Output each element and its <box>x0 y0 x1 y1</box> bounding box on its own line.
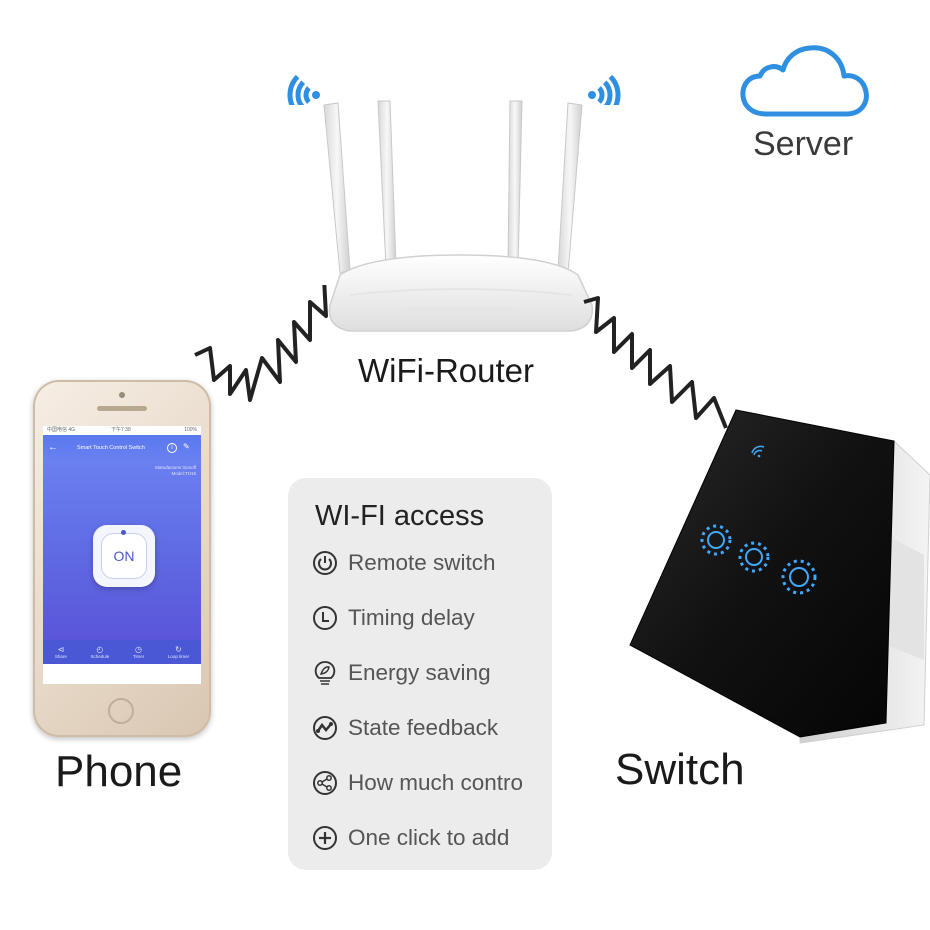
feature-label: One click to add <box>348 825 510 850</box>
schedule-icon: ◴ <box>96 645 104 654</box>
model-text: Model:TH16 <box>171 471 196 476</box>
tab-timer[interactable]: ◷Timer <box>133 645 144 659</box>
tab-share-label: Share <box>54 654 67 659</box>
power-dot-icon <box>121 530 126 535</box>
back-arrow-icon[interactable]: ← <box>48 442 58 453</box>
tab-loop-timer-label: Loop timer <box>167 654 190 659</box>
phone-camera <box>119 392 125 398</box>
touch-button-1[interactable] <box>700 524 732 556</box>
signal-wave-right <box>583 296 728 429</box>
signal-wave-left <box>194 285 328 402</box>
on-button[interactable]: ON <box>93 525 155 587</box>
server-label: Server <box>753 125 854 163</box>
feature-label: Timing delay <box>348 605 475 630</box>
cloud-icon <box>740 45 869 117</box>
wifi-access-card: WI-FI access Remote switch Timing delay … <box>288 478 552 870</box>
tab-schedule-label: Schedule <box>90 654 110 659</box>
switch-label: Switch <box>615 745 745 794</box>
timer-icon: ◷ <box>135 645 143 654</box>
feature-remote-switch: Remote switch <box>312 546 496 580</box>
feature-label: State feedback <box>348 715 499 740</box>
router-image <box>323 100 594 332</box>
feedback-wave-icon <box>312 715 338 741</box>
feature-label: Remote switch <box>348 550 496 575</box>
timer-l-icon <box>312 605 338 631</box>
on-button-inner: ON <box>101 533 147 579</box>
feature-how-much-control: How much contro <box>312 766 523 800</box>
status-carrier: 中国电信 4G <box>47 427 76 433</box>
feature-energy-saving: Energy saving <box>312 656 491 690</box>
touch-button-2[interactable] <box>738 541 770 573</box>
power-icon <box>312 550 338 576</box>
phone-status-bar: 中国电信 4G 下午7:38 100% <box>43 426 201 435</box>
wifi-signal-left-icon <box>287 74 320 105</box>
switch-wifi-icon <box>751 445 765 458</box>
tab-loop-timer[interactable]: ↻Loop timer <box>168 645 189 659</box>
tab-schedule[interactable]: ◴Schedule <box>90 645 109 659</box>
share-icon: ⊲ <box>57 645 65 654</box>
status-battery: 100% <box>184 427 197 433</box>
phone-label: Phone <box>55 747 183 796</box>
share-icon <box>312 770 338 796</box>
tab-timer-label: Timer <box>132 654 145 659</box>
phone-tab-bar: ⊲Share ◴Schedule ◷Timer ↻Loop timer <box>43 640 201 664</box>
loop-icon: ↻ <box>175 645 182 654</box>
feature-label: Energy saving <box>348 660 491 685</box>
phone-screen: 中国电信 4G 下午7:38 100% ← Smart Touch Contro… <box>43 426 201 684</box>
tab-share[interactable]: ⊲Share <box>55 645 67 659</box>
wifi-signal-right-icon <box>588 74 621 105</box>
feature-timing-delay: Timing delay <box>312 601 475 635</box>
feature-state-feedback: State feedback <box>312 711 498 745</box>
phone-home-button[interactable] <box>108 698 134 724</box>
card-title: WI-FI access <box>315 500 485 532</box>
manufacturer-text: Manufacturer:Sonoff <box>155 465 196 470</box>
phone-app-body: Manufacturer:Sonoff Model:TH16 ON ⊲Share… <box>43 463 201 664</box>
plus-icon <box>312 825 338 851</box>
app-title: Smart Touch Control Switch <box>77 445 145 451</box>
feature-one-click-add: One click to add <box>312 821 509 855</box>
status-time: 下午7:38 <box>111 427 131 433</box>
phone-device: 中国电信 4G 下午7:38 100% ← Smart Touch Contro… <box>33 380 211 737</box>
info-icon[interactable]: i <box>167 443 177 453</box>
phone-app-bar: ← Smart Touch Control Switch i ✎ <box>43 435 201 463</box>
router-label: WiFi-Router <box>358 352 535 389</box>
on-label: ON <box>113 548 135 564</box>
leaf-bulb-icon <box>312 660 338 686</box>
feature-label: How much contro <box>348 770 524 795</box>
edit-icon[interactable]: ✎ <box>183 442 190 451</box>
touch-button-3[interactable] <box>781 559 817 595</box>
phone-speaker <box>97 406 147 411</box>
touch-switch-device <box>629 409 930 744</box>
